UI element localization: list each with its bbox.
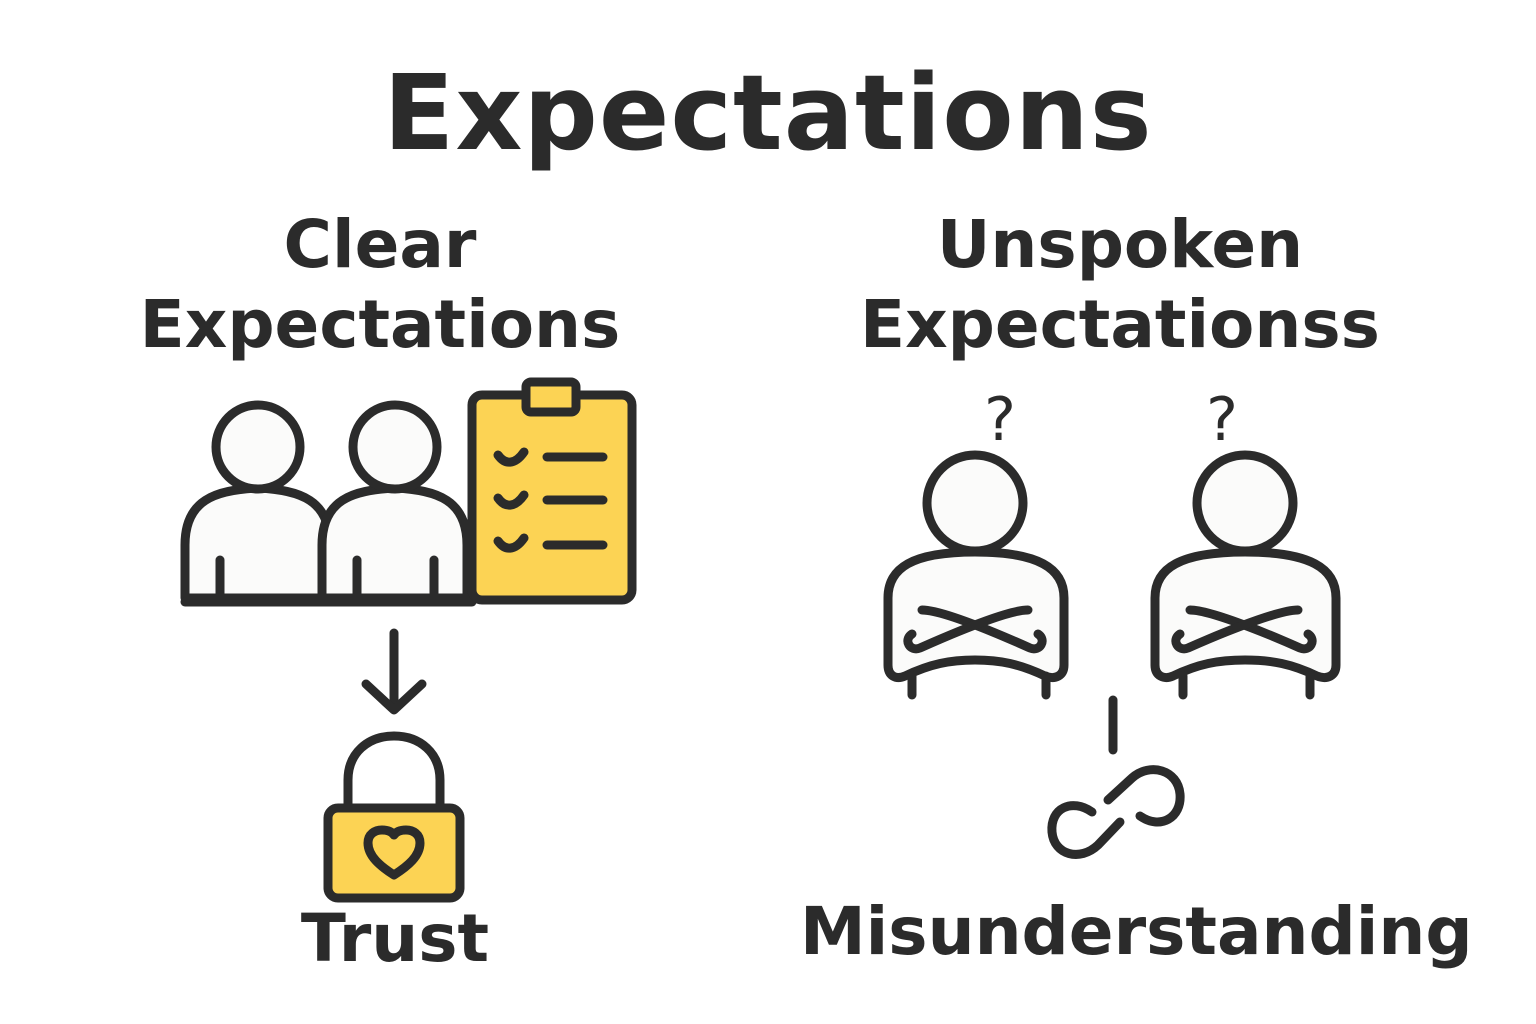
clear-expectations-heading-line2: Expectations: [139, 286, 621, 363]
padlock-heart-icon: [323, 731, 465, 903]
clipboard-checklist-icon: [467, 377, 637, 605]
misunderstanding-label: Misunderstanding: [800, 893, 1473, 970]
crossed-arms-person-icon: [1150, 450, 1341, 700]
page-title: Expectations: [383, 52, 1153, 174]
person-icon: [317, 400, 472, 603]
broken-link-icon: [1047, 765, 1185, 859]
person-icon: [180, 400, 335, 603]
clear-expectations-heading-line1: Clear: [283, 206, 477, 283]
unspoken-expectations-heading: Unspoken Expectationss: [840, 205, 1400, 365]
down-arrow-icon: [361, 628, 427, 715]
unspoken-expectations-heading-line2: Expectationss: [860, 286, 1380, 363]
clear-expectations-heading: Clear Expectations: [120, 205, 640, 365]
question-mark-icon: ?: [1206, 385, 1238, 455]
crossed-arms-person-icon: [883, 450, 1069, 700]
trust-label: Trust: [300, 900, 490, 977]
question-mark-icon: ?: [984, 385, 1016, 455]
unspoken-expectations-heading-line1: Unspoken: [936, 206, 1304, 283]
